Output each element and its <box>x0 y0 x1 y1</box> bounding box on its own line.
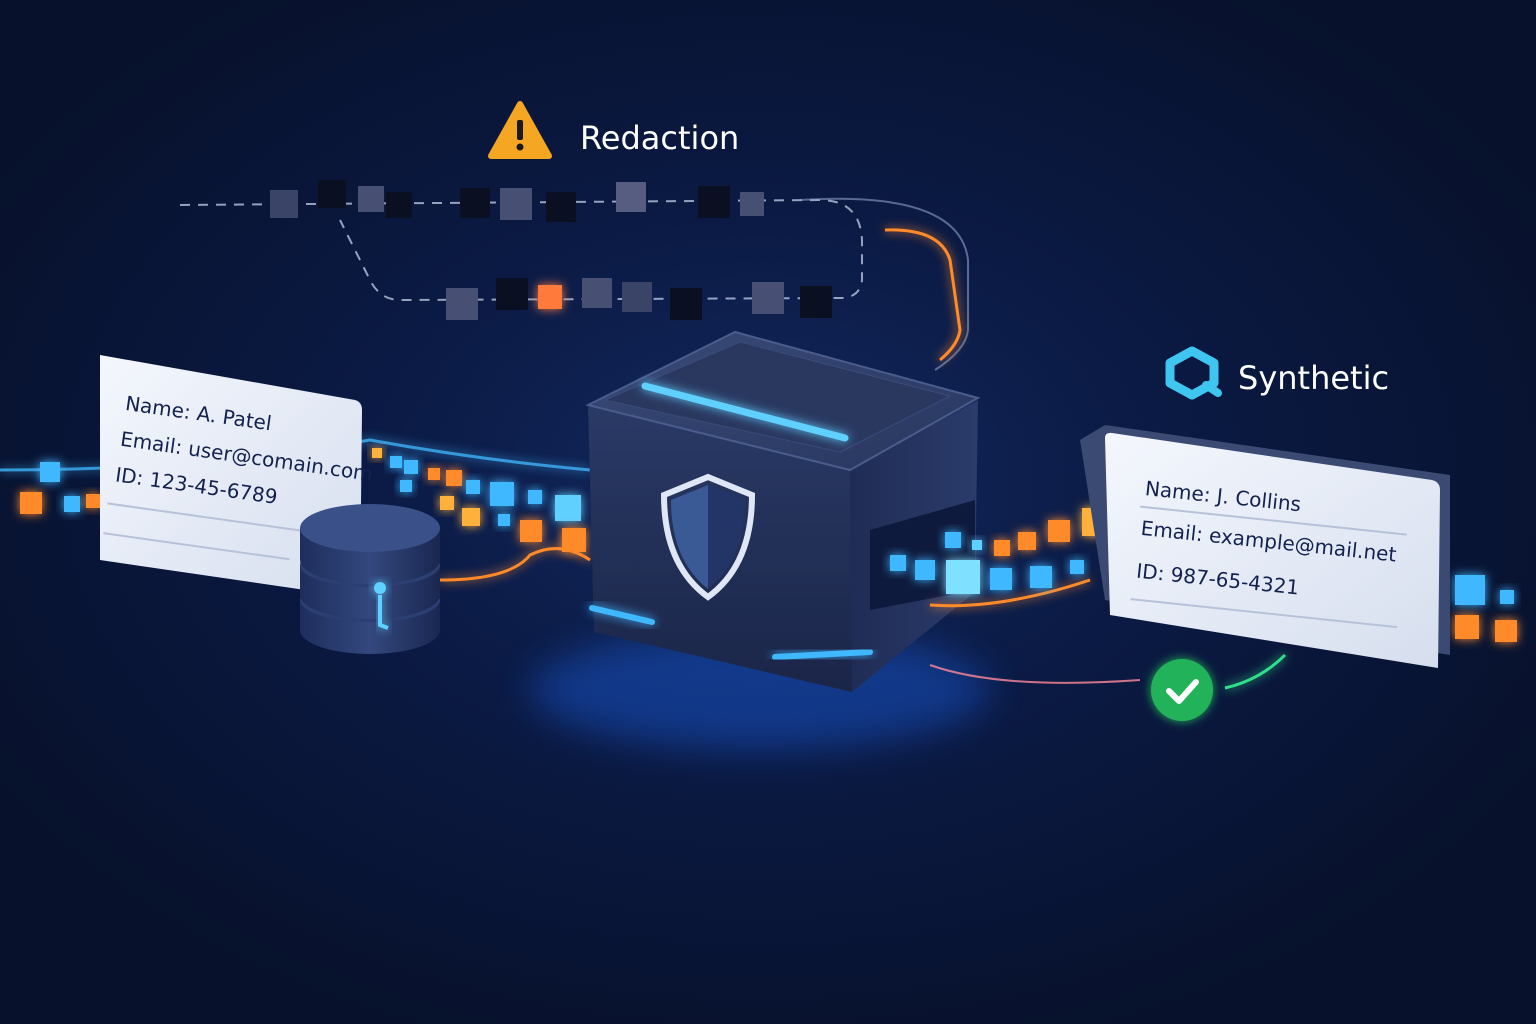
data-block <box>404 460 418 474</box>
data-block <box>582 278 612 308</box>
data-block <box>890 555 906 571</box>
data-block <box>698 186 730 218</box>
redaction-path <box>179 198 863 302</box>
data-block <box>64 496 80 512</box>
warning-icon <box>488 101 552 159</box>
data-block <box>520 520 542 542</box>
data-block <box>446 470 462 486</box>
synthetic-label: Synthetic <box>1238 359 1389 397</box>
data-block <box>1455 575 1485 605</box>
data-block <box>1018 532 1036 550</box>
output-check-line <box>929 664 1141 684</box>
data-block <box>555 495 581 521</box>
data-block <box>496 278 528 310</box>
redaction-label: Redaction <box>580 119 739 157</box>
synthetic-record-card: Name: J. Collins Email: example@mail.net… <box>1080 425 1450 668</box>
data-block <box>270 190 298 218</box>
data-block <box>622 282 652 312</box>
data-block <box>538 285 562 309</box>
data-block <box>390 456 402 468</box>
database-icon <box>300 504 440 654</box>
data-block <box>740 192 764 216</box>
data-block <box>490 482 514 506</box>
data-block <box>466 480 480 494</box>
input-data-blocks <box>20 448 586 552</box>
data-block <box>358 186 384 212</box>
data-block <box>616 182 646 212</box>
source-record-card: Name: A. Patel Email: user@comain.com ID… <box>100 355 374 598</box>
data-block <box>428 468 440 480</box>
data-block <box>528 490 542 504</box>
data-block <box>446 288 478 320</box>
data-block <box>562 528 586 552</box>
output-data-blocks <box>890 508 1517 642</box>
data-block <box>1070 560 1084 574</box>
data-block <box>800 286 832 318</box>
data-block <box>994 540 1010 556</box>
redaction-blocks <box>270 180 832 320</box>
slot-glow <box>641 382 849 442</box>
data-block <box>386 192 412 218</box>
data-block <box>20 492 42 514</box>
data-block <box>1048 520 1070 542</box>
data-block <box>915 560 935 580</box>
data-block <box>1455 615 1479 639</box>
redaction-connector <box>799 197 969 371</box>
data-block <box>546 192 576 222</box>
data-block <box>86 494 100 508</box>
data-block <box>498 514 510 526</box>
data-block <box>972 540 982 550</box>
data-block <box>752 282 784 314</box>
success-check-icon <box>1151 659 1213 721</box>
output-stream-line-orange <box>929 578 1091 608</box>
data-block <box>460 188 490 218</box>
data-block <box>945 532 961 548</box>
data-block <box>500 188 532 220</box>
data-block <box>1030 566 1052 588</box>
data-block <box>318 180 346 208</box>
data-block <box>946 560 980 594</box>
data-block <box>372 448 382 458</box>
data-block <box>670 288 702 320</box>
data-block <box>1500 590 1514 604</box>
output-check-line-green <box>1224 653 1287 690</box>
orange-connector <box>884 228 962 362</box>
input-stream-line-orange <box>439 547 591 582</box>
anonymization-engine-box <box>585 330 981 692</box>
data-block <box>1495 620 1517 642</box>
data-block <box>462 508 480 526</box>
synthetic-hexagon-icon <box>1165 346 1222 400</box>
shield-icon <box>660 473 756 601</box>
data-block <box>40 462 60 482</box>
data-block <box>990 568 1012 590</box>
data-block <box>440 496 454 510</box>
data-block <box>400 480 412 492</box>
